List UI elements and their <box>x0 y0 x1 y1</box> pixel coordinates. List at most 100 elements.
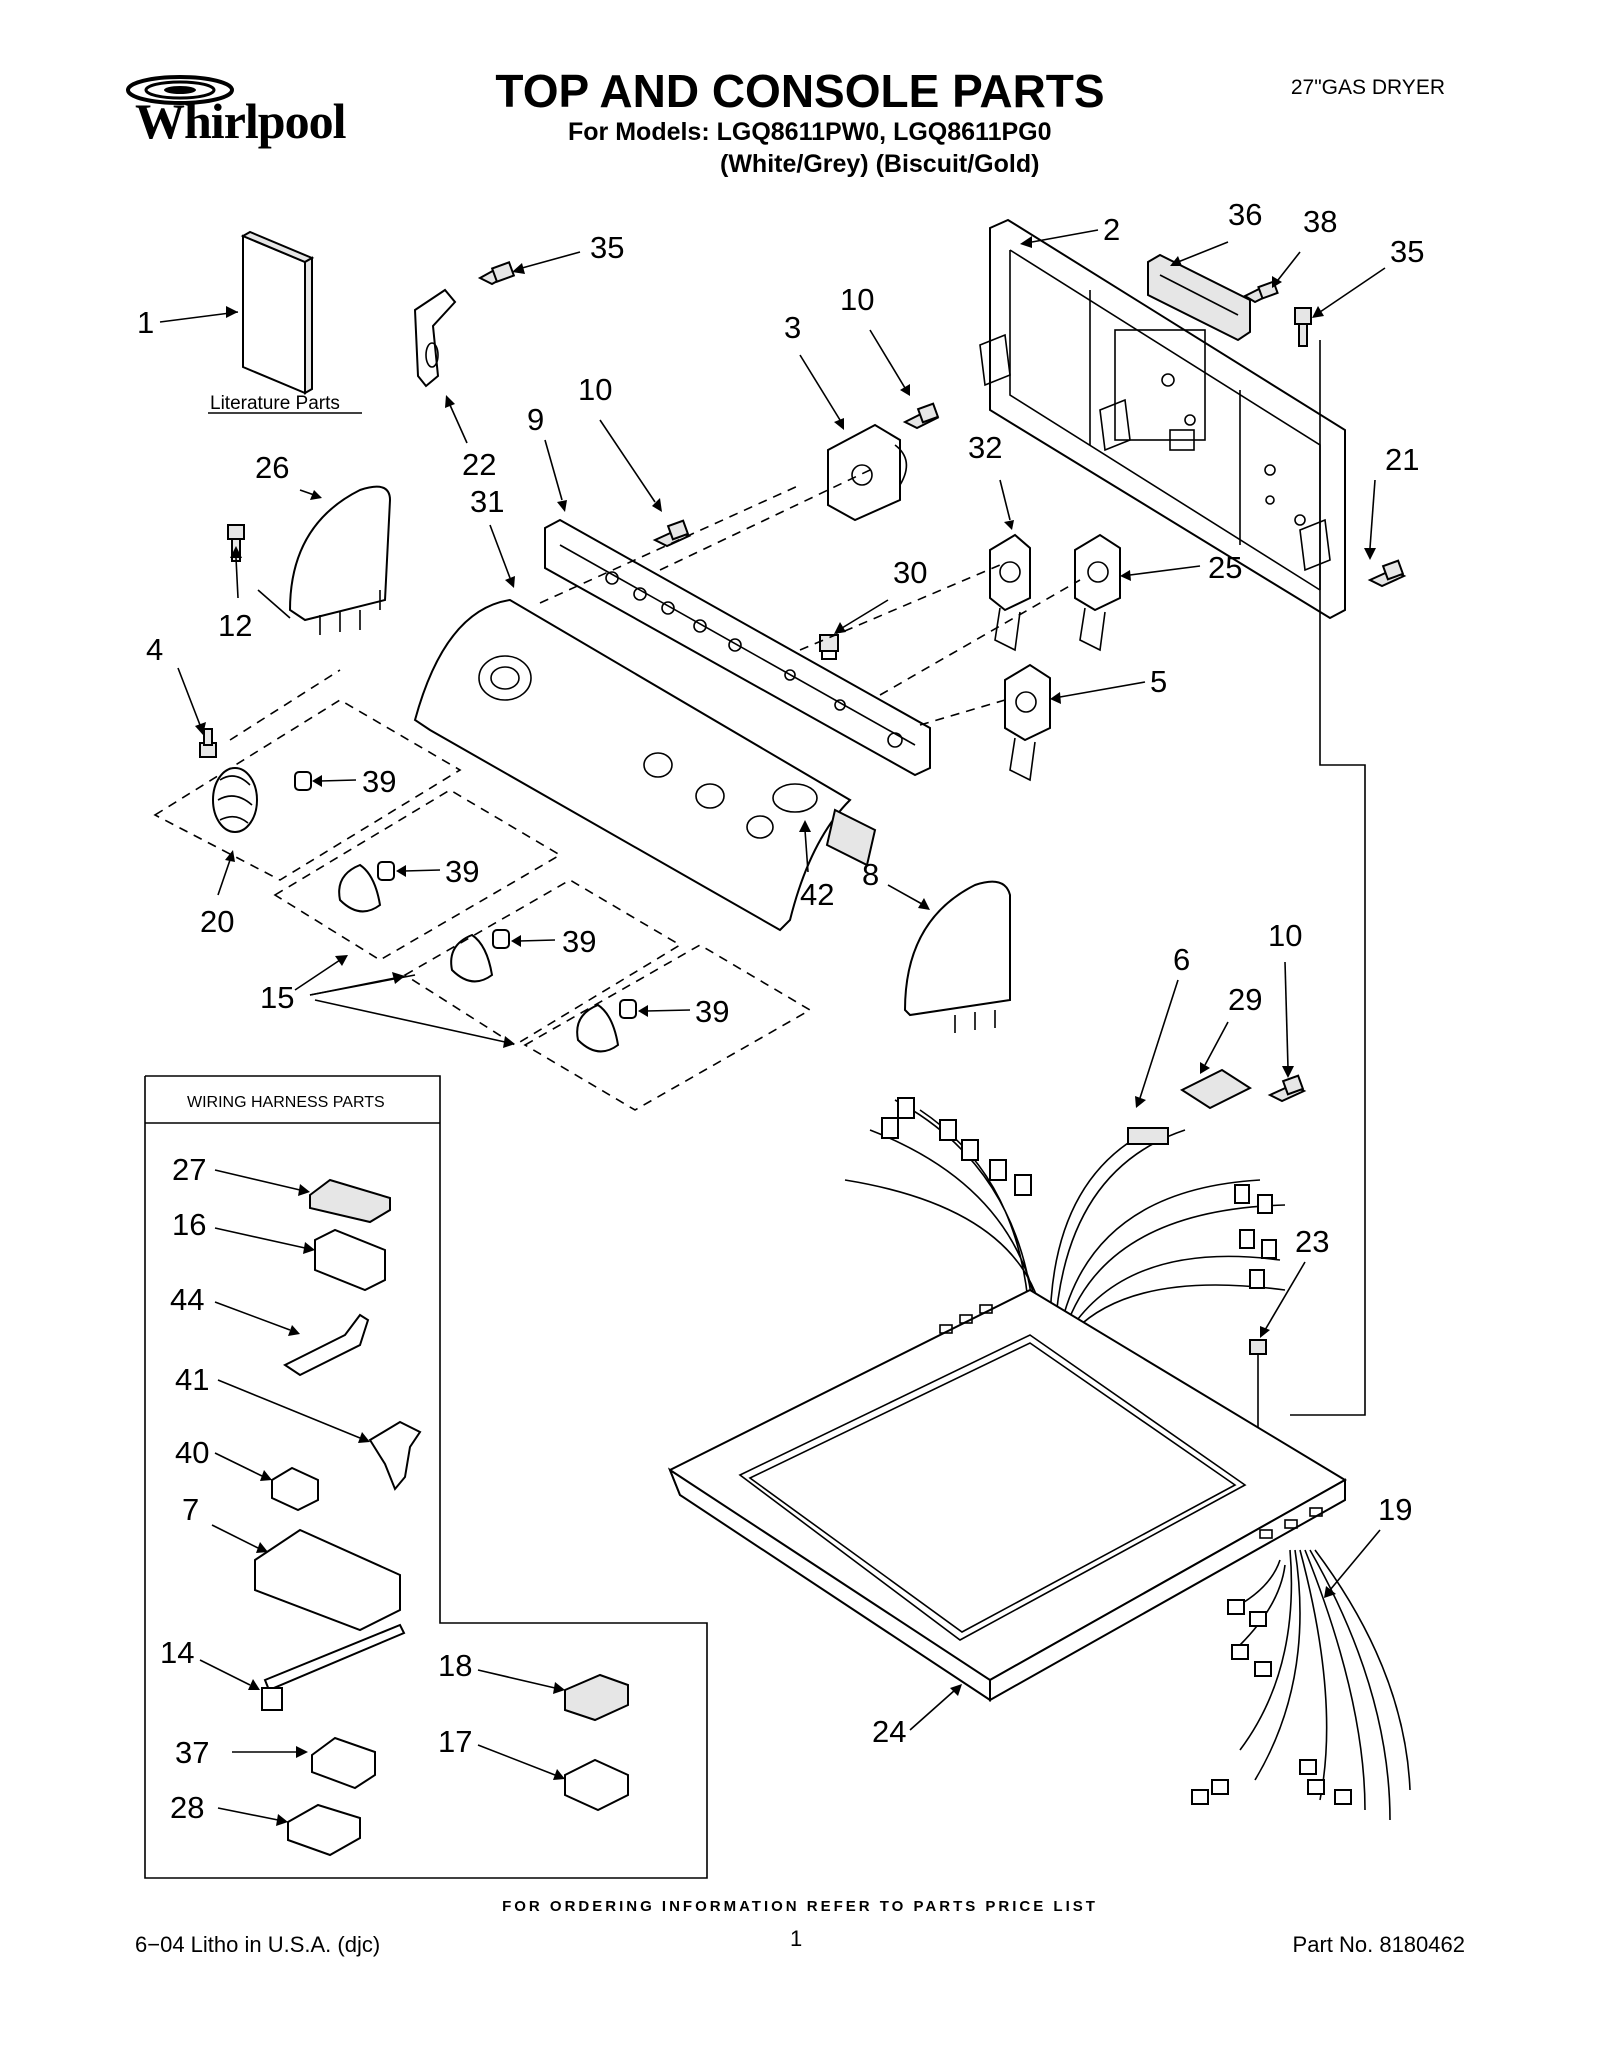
screw-4 <box>199 728 217 758</box>
callout-37: 37 <box>175 1735 209 1770</box>
assembly-line <box>919 699 1006 726</box>
connector-6 <box>1127 1127 1169 1145</box>
callout-10-lower: 10 <box>1268 918 1302 953</box>
part-37 <box>311 1736 376 1790</box>
screw-10-top <box>902 402 940 430</box>
callout-1: 1 <box>137 305 154 340</box>
callout-26: 26 <box>255 450 289 485</box>
callout-3: 3 <box>784 310 801 345</box>
part-17 <box>564 1758 629 1812</box>
callout-2: 2 <box>1103 212 1120 247</box>
control-board <box>1147 253 1251 342</box>
callout-35-left: 35 <box>590 230 624 265</box>
knob-outline-1 <box>153 699 462 881</box>
knob-large <box>212 767 258 833</box>
timer-switch <box>827 423 908 522</box>
callout-18: 18 <box>438 1648 472 1683</box>
callout-39-c: 39 <box>562 924 596 959</box>
callout-19: 19 <box>1378 1492 1412 1527</box>
callout-29: 29 <box>1228 982 1262 1017</box>
part-number: Part No. 8180462 <box>1292 1932 1465 1957</box>
part-14 <box>261 1623 406 1711</box>
callout-39-b: 39 <box>445 854 479 889</box>
callout-8: 8 <box>862 857 879 892</box>
callout-9: 9 <box>527 402 544 437</box>
callout-35-right: 35 <box>1390 234 1424 269</box>
leader-lines <box>159 229 1386 1826</box>
bushing-39d <box>619 999 637 1019</box>
colors-line: (White/Grey) (Biscuit/Gold) <box>720 150 1040 178</box>
callout-10-mid: 10 <box>578 372 612 407</box>
assembly-line <box>879 579 1081 696</box>
part-44 <box>283 1313 370 1377</box>
assembly-line <box>229 669 341 741</box>
callout-24: 24 <box>872 1714 906 1749</box>
screw-21 <box>1367 559 1407 588</box>
wiring-harness-lower <box>1191 1549 1411 1821</box>
routing-line <box>1290 340 1366 1416</box>
bushing-39c <box>492 929 510 949</box>
bushing-39b <box>377 861 395 881</box>
dryer-top-panel <box>667 1288 1347 1702</box>
screw-10-lower <box>1267 1074 1307 1103</box>
part-27 <box>309 1178 391 1224</box>
part-40 <box>271 1466 319 1512</box>
callout-41: 41 <box>175 1362 209 1397</box>
callout-23: 23 <box>1295 1224 1329 1259</box>
wiring-harness-upper <box>844 1068 1286 1331</box>
callout-17: 17 <box>438 1724 472 1759</box>
knob-outline-3 <box>403 879 682 1046</box>
part-7 <box>254 1528 401 1632</box>
connector-30 <box>819 634 839 660</box>
callout-36: 36 <box>1228 197 1262 232</box>
callout-15: 15 <box>260 980 294 1015</box>
callout-42: 42 <box>800 877 834 912</box>
console-frame <box>544 518 931 777</box>
right-endcap <box>903 880 1011 1033</box>
ordering-note: FOR ORDERING INFORMATION REFER TO PARTS … <box>502 1898 1098 1915</box>
callout-39-a: 39 <box>362 764 396 799</box>
callout-14: 14 <box>160 1635 194 1670</box>
knob-outline-2 <box>273 789 562 961</box>
callout-40: 40 <box>175 1435 209 1470</box>
screw-10-mid <box>652 519 692 548</box>
callout-28: 28 <box>170 1790 204 1825</box>
callout-38: 38 <box>1303 204 1337 239</box>
callout-5: 5 <box>1150 664 1167 699</box>
callout-7: 7 <box>182 1492 199 1527</box>
callout-4: 4 <box>146 632 163 667</box>
callout-27: 27 <box>172 1152 206 1187</box>
callout-10-top: 10 <box>840 282 874 317</box>
part-28 <box>287 1803 361 1857</box>
part-18 <box>564 1673 629 1722</box>
knob-2 <box>338 863 382 913</box>
brand-logo: Whirlpool <box>135 93 346 149</box>
callout-20: 20 <box>200 904 234 939</box>
part-41 <box>368 1420 422 1491</box>
rear-console-panel <box>979 218 1346 620</box>
callout-6: 6 <box>1173 942 1190 977</box>
callout-25: 25 <box>1208 550 1242 585</box>
callout-21: 21 <box>1385 442 1419 477</box>
callout-16: 16 <box>172 1207 206 1242</box>
models-line: For Models: LGQ8611PW0, LGQ8611PG0 <box>568 118 1052 146</box>
callout-12: 12 <box>218 608 252 643</box>
hook-bracket <box>413 288 457 388</box>
product-label: 27"GAS DRYER <box>1290 76 1445 99</box>
switch-25 <box>1074 533 1121 652</box>
part-16 <box>314 1228 386 1292</box>
screw-35-left <box>477 261 516 286</box>
console-panel <box>413 598 877 932</box>
literature-parts-booklet <box>240 230 315 395</box>
page-title: TOP AND CONSOLE PARTS <box>495 65 1105 117</box>
knob-outline-4 <box>523 944 812 1111</box>
literature-parts-label: Literature Parts <box>210 393 340 414</box>
callout-39-d: 39 <box>695 994 729 1029</box>
board-29 <box>1179 1068 1253 1110</box>
whirlpool-swirl-logo-icon <box>126 75 234 105</box>
callout-44: 44 <box>170 1282 204 1317</box>
wiring-box-title: WIRING HARNESS PARTS <box>187 1094 385 1111</box>
knob-4 <box>576 1003 620 1053</box>
knob-3 <box>450 933 494 983</box>
